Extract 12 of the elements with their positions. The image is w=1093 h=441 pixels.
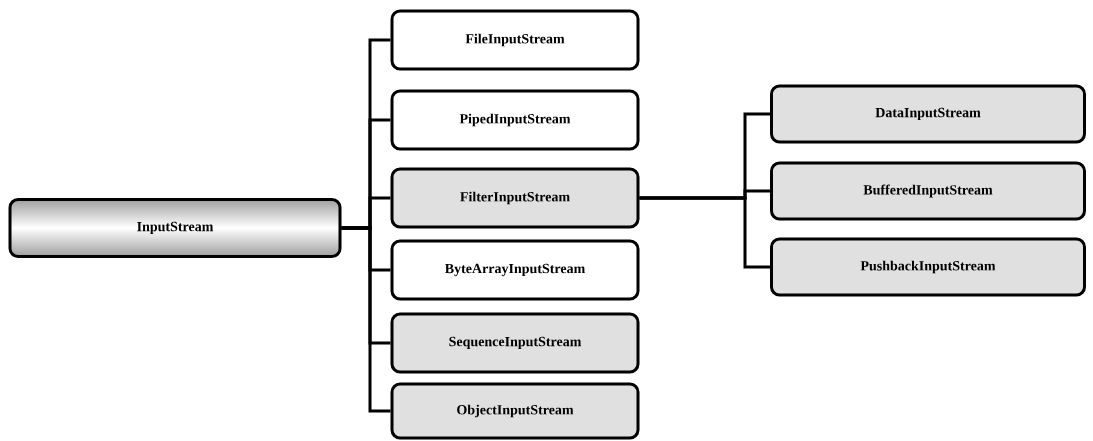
connector — [639, 196, 770, 269]
class-box: FileInputStream — [390, 9, 640, 71]
class-box: PipedInputStream — [390, 89, 640, 151]
connector — [341, 226, 391, 413]
class-box: SequenceInputStream — [390, 312, 640, 374]
class-box: ObjectInputStream — [390, 382, 640, 440]
class-box: BufferedInputStream — [770, 161, 1086, 221]
class-box: DataInputStream — [770, 84, 1086, 144]
class-box: FilterInputStream — [390, 167, 640, 229]
class-box: PushbackInputStream — [770, 237, 1086, 297]
root-class-box: InputStream — [8, 198, 342, 258]
class-box: ByteArrayInputStream — [390, 239, 640, 301]
